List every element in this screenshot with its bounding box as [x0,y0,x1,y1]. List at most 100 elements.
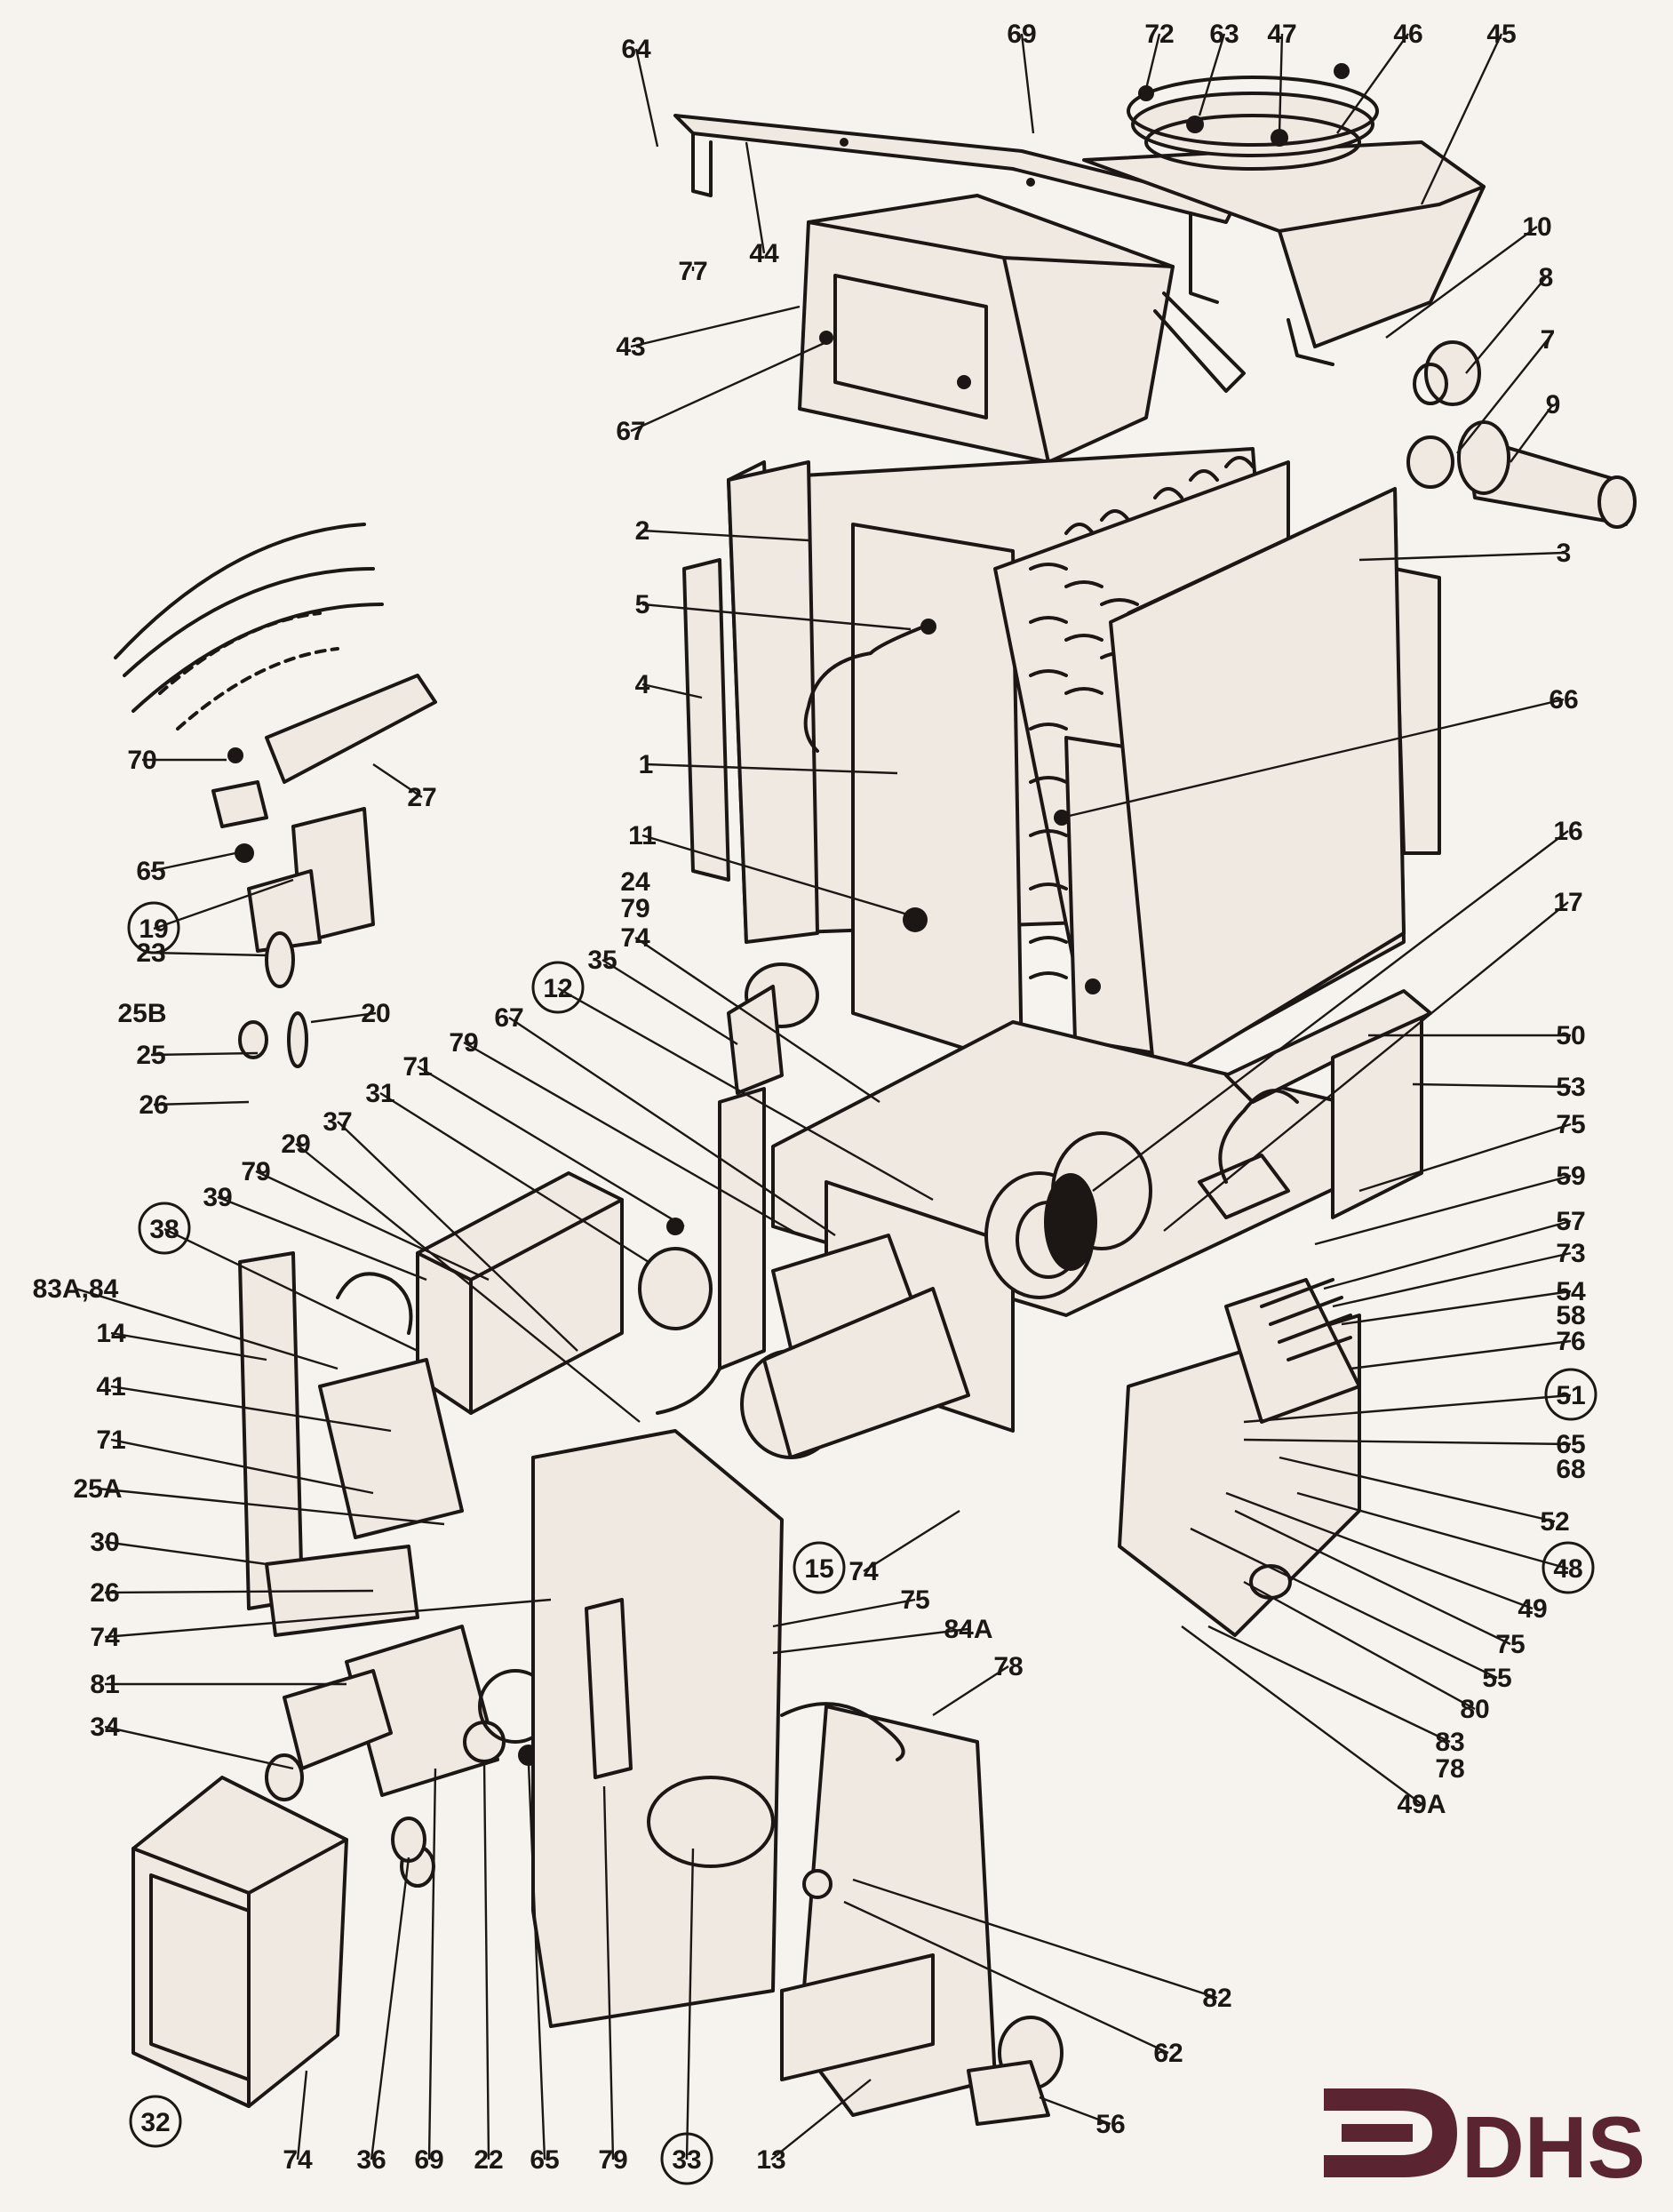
leader-line-84a [772,1627,969,1655]
callout-20: 20 [361,999,390,1028]
callout-35: 35 [587,946,617,975]
callout-3: 3 [1557,539,1572,568]
callout-78a: 78 [1435,1754,1464,1784]
leader-line-30 [104,1540,267,1566]
callout-83a84: 83A,84 [33,1274,119,1304]
leader-line-79c [255,1170,490,1282]
leader-line-66 [1061,698,1565,819]
leader-line-80 [1243,1580,1476,1711]
callout-72: 72 [1144,20,1174,49]
leader-line-17 [1163,901,1569,1232]
callout-67t: 67 [616,417,645,446]
callout-63: 63 [1209,20,1239,49]
callout-83: 83 [1435,1728,1464,1757]
leader-line-54 [1341,1290,1572,1326]
callout-75b: 75 [1495,1630,1525,1659]
leader-line-26b [104,1589,374,1594]
callout-84a: 84A [944,1615,992,1644]
leader-lines [75,33,1572,2160]
leader-line-44 [745,141,766,254]
callout-15: 15 [804,1554,833,1584]
leader-line-63 [1198,33,1226,116]
front-panel-33 [531,1429,1064,2126]
callout-50: 50 [1556,1021,1585,1050]
dhs-logo: DHS [1324,2088,1645,2196]
leader-line-56 [1039,2096,1111,2126]
callout-4: 4 [635,670,650,699]
leader-line-36 [370,1857,410,2160]
leader-line-71a [417,1065,685,1228]
control-box-48 [1118,989,1432,1637]
logo-text: DHS [1462,2098,1645,2196]
callout-70: 70 [127,746,156,775]
callout-24: 24 [620,867,650,897]
callout-48: 48 [1553,1554,1582,1584]
callout-25a: 25A [73,1474,122,1504]
leader-line-11 [641,834,912,917]
callout-circle-32 [129,2095,182,2148]
manifold-81 [265,1625,553,1888]
callout-51: 51 [1556,1381,1585,1410]
leader-line-25 [150,1051,259,1057]
callout-41: 41 [96,1372,125,1401]
callout-26a: 26 [139,1090,168,1120]
callout-32: 32 [140,2108,170,2137]
callout-8: 8 [1539,263,1554,292]
leader-line-49 [1225,1491,1534,1610]
callout-58: 58 [1556,1301,1585,1330]
leader-line-34 [104,1725,294,1770]
callout-7: 7 [1541,325,1556,355]
logo-mark [1324,2088,1457,2177]
leader-line-37 [337,1121,578,1352]
leader-line-79b [463,1041,801,1237]
leader-line-52 [1279,1456,1556,1523]
callout-16: 16 [1553,817,1582,846]
leader-line-3 [1358,551,1565,562]
leader-line-13 [770,2079,872,2160]
leader-line-75c [772,1598,916,1628]
leader-line-45 [1420,33,1503,205]
callout-26b: 26 [90,1578,119,1608]
leader-line-59 [1314,1174,1572,1246]
callout-25: 25 [136,1041,165,1070]
gas-pipe-35 [656,962,819,1415]
callout-55: 55 [1482,1664,1511,1693]
burner-assembly [740,1020,1388,1459]
callout-74c: 74 [848,1557,879,1586]
fitting-36 [391,1817,426,1863]
leader-line-82 [852,1878,1218,2000]
callout-circle-19 [127,901,180,954]
callout-circle-12 [531,961,585,1014]
callout-22: 22 [474,2145,503,2175]
callout-57: 57 [1556,1207,1585,1236]
leader-line-69b [427,1768,437,2160]
leader-line-64 [634,48,659,148]
callout-74a: 74 [620,923,650,953]
leader-line-29 [295,1143,641,1423]
callout-36: 36 [356,2145,386,2175]
leader-line-83 [1207,1625,1451,1744]
callout-46: 46 [1393,20,1422,49]
leader-line-7 [1456,339,1549,454]
leader-line-57 [1323,1219,1572,1290]
leader-line-10 [1385,226,1538,339]
callout-circle-48 [1542,1541,1595,1594]
callout-33: 33 [672,2145,701,2175]
leader-line-83a84 [75,1287,339,1370]
callout-76: 76 [1556,1327,1585,1356]
leader-line-72 [1144,33,1161,90]
callout-25b: 25B [117,999,166,1028]
leader-line-25a [97,1487,445,1526]
callout-1: 1 [639,750,654,779]
callout-79a: 79 [620,894,649,923]
leader-line-53 [1412,1082,1572,1089]
leader-line-65a [150,851,236,873]
leader-line-5 [641,603,912,631]
callout-45: 45 [1486,20,1516,49]
callout-79c: 79 [241,1157,270,1186]
callout-37: 37 [323,1107,352,1137]
leader-line-55 [1190,1527,1498,1680]
callout-71b: 71 [96,1425,125,1455]
leader-line-78b [932,1665,1009,1717]
